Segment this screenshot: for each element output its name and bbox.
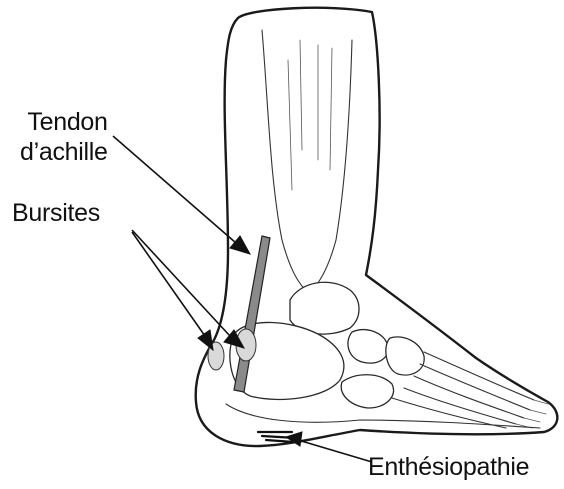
leg-shading-lines [288, 40, 332, 190]
tibia-outline [262, 30, 318, 300]
toe-phalanges [516, 400, 548, 428]
tendon-pointer-arrowhead [230, 236, 250, 254]
bursites-pointer-line-1 [132, 230, 230, 336]
cuboid-bone [341, 375, 393, 408]
enthesio-pointer-line [298, 440, 372, 462]
label-tendon-line2: d’achille [20, 137, 108, 167]
bursites-pointer-line-2 [132, 232, 205, 336]
bursites-pointer-arrowhead-2 [198, 330, 213, 350]
tendon-pointer-line [113, 136, 236, 243]
label-enthesiopathie: Enthésiopathie [368, 452, 529, 482]
navicular-bone [348, 330, 388, 363]
talus-bone [290, 282, 359, 334]
plantar-line [226, 404, 540, 428]
label-tendon-line1: Tendon [20, 107, 108, 137]
cuneiform-bones [386, 337, 424, 375]
label-bursites: Bursites [12, 198, 100, 228]
label-tendon-achille: Tendon d’achille [20, 107, 108, 167]
